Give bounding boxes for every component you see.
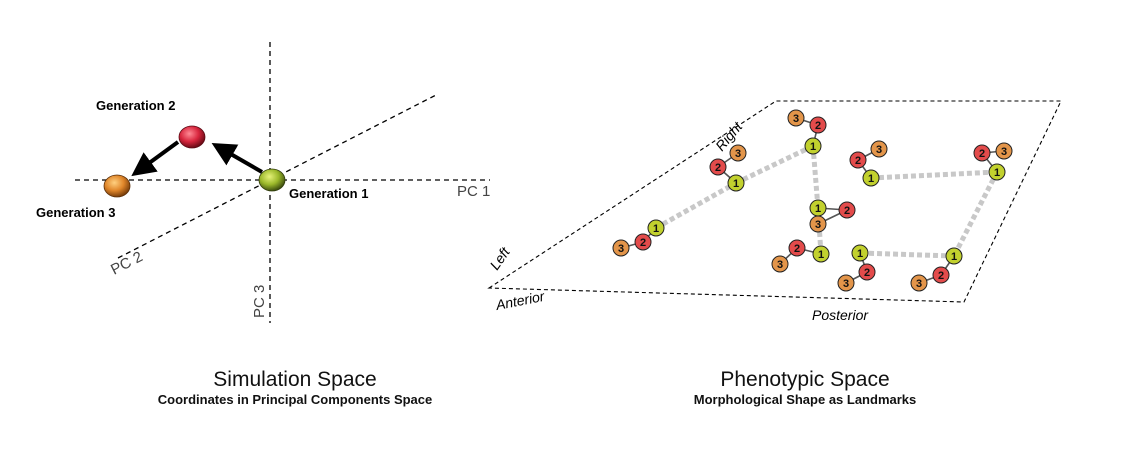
landmark-3-node [870, 140, 888, 158]
landmark-2-node [838, 201, 856, 219]
landmark-2-node [709, 158, 727, 176]
left-side-label: Left [486, 244, 513, 273]
landmark-3-node [995, 142, 1013, 160]
specimen-links [654, 143, 1000, 259]
landmark-3-label: 3 [777, 259, 783, 271]
specimen-link [810, 145, 821, 209]
landmark-1-node [812, 245, 830, 263]
landmark-1-label: 1 [818, 249, 824, 261]
landmark-1-node [851, 244, 869, 262]
specimen-link [951, 170, 1000, 258]
landmark-triplet: 12 3 [910, 247, 963, 292]
simulation-space-subtitle: Coordinates in Principal Components Spac… [157, 392, 433, 407]
landmark-3-label: 3 [1001, 146, 1007, 158]
landmark-2-label: 2 [979, 148, 985, 160]
generation-1-label: Generation 1 [289, 186, 368, 201]
landmark-1-label: 1 [868, 173, 874, 185]
landmark-1-node [988, 163, 1006, 181]
generation-2-sphere [178, 125, 206, 149]
landmark-triplet: 12 3 [612, 219, 665, 257]
specimen-link [870, 169, 998, 181]
phenotypic-space-title: Phenotypic Space [720, 368, 890, 391]
landmark-triplet: 12 3 [849, 140, 888, 187]
generation-3-sphere [103, 174, 131, 198]
arrow-gen2-to-gen3 [131, 140, 180, 177]
landmark-2-label: 2 [815, 120, 821, 132]
landmark-1-label: 1 [810, 141, 816, 153]
landmark-1-label: 1 [994, 167, 1000, 179]
landmark-2-node [849, 151, 867, 169]
landmark-2-label: 2 [794, 243, 800, 255]
landmark-3-label: 3 [876, 144, 882, 156]
landmark-2-label: 2 [938, 270, 944, 282]
landmark-3-label: 3 [793, 113, 799, 125]
landmark-1-label: 1 [815, 203, 821, 215]
landmark-triplet: 1 23 [771, 239, 830, 273]
landmark-1-label: 1 [653, 223, 659, 235]
landmark-3-label: 3 [815, 219, 821, 231]
landmark-3-label: 3 [618, 243, 624, 255]
pc2-axis-label: PC 2 [108, 248, 145, 278]
phenotypic-space-subtitle: Morphological Shape as Landmarks [693, 392, 917, 407]
simulation-space-panel: PC 1 PC 2 PC 3 Generation 1 Generation 2… [36, 42, 490, 323]
landmark-3-node [809, 215, 827, 233]
anterior-label: Anterior [494, 288, 547, 314]
landmark-1-node [945, 247, 963, 265]
landmark-2-label: 2 [855, 155, 861, 167]
landmark-1-node [647, 219, 665, 237]
landmark-2-node [809, 116, 827, 134]
arrow-gen1-to-gen2 [211, 143, 263, 174]
landmark-2-node [634, 233, 652, 251]
landmark-3-label: 3 [735, 148, 741, 160]
landmark-triplet: 12 3 [709, 144, 747, 192]
landmark-2-label: 2 [715, 162, 721, 174]
landmark-triplet: 1 2 3 [787, 109, 827, 155]
landmark-3-label: 3 [843, 278, 849, 290]
landmark-2-label: 2 [864, 267, 870, 279]
landmark-2-node [788, 239, 806, 257]
pc2-axis [117, 94, 437, 259]
landmark-3-node [787, 109, 805, 127]
pc1-axis-label: PC 1 [457, 183, 490, 200]
landmark-1-label: 1 [857, 248, 863, 260]
posterior-label: Posterior [812, 307, 869, 323]
simulation-space-caption: Simulation Space Coordinates in Principa… [100, 368, 490, 408]
specimen-link [859, 250, 955, 259]
landmark-1-label: 1 [733, 178, 739, 190]
landmark-1-label: 1 [951, 251, 957, 263]
generation-3-label: Generation 3 [36, 205, 115, 220]
phenotypic-space-panel: Left Right Anterior Posterior 1231231231… [486, 100, 1062, 323]
landmark-2-node [858, 263, 876, 281]
landmark-2-node [973, 144, 991, 162]
phenotypic-space-caption: Phenotypic Space Morphological Shape as … [640, 368, 970, 408]
landmark-2-node [932, 266, 950, 284]
landmark-triplet: 12 3 [837, 244, 876, 292]
landmark-1-node [862, 169, 880, 187]
landmark-3-label: 3 [916, 278, 922, 290]
specimen-link [734, 143, 815, 186]
landmark-1-node [804, 137, 822, 155]
generation-2-label: Generation 2 [96, 98, 175, 113]
landmark-1-node [727, 174, 745, 192]
landmark-3-node [910, 274, 928, 292]
generation-1-sphere [258, 168, 286, 192]
landmark-2-label: 2 [640, 237, 646, 249]
landmark-3-node [771, 255, 789, 273]
landmark-3-node [837, 274, 855, 292]
landmark-2-label: 2 [844, 205, 850, 217]
landmark-3-node [612, 239, 630, 257]
specimen-link [654, 180, 738, 231]
landmark-triplet: 1 2 3 [809, 199, 856, 233]
pc3-axis-label: PC 3 [251, 285, 268, 318]
simulation-space-title: Simulation Space [213, 368, 377, 391]
landmark-3-node [729, 144, 747, 162]
phenotypic-plane [487, 100, 1062, 303]
landmark-triplet: 12 3 [973, 142, 1013, 181]
